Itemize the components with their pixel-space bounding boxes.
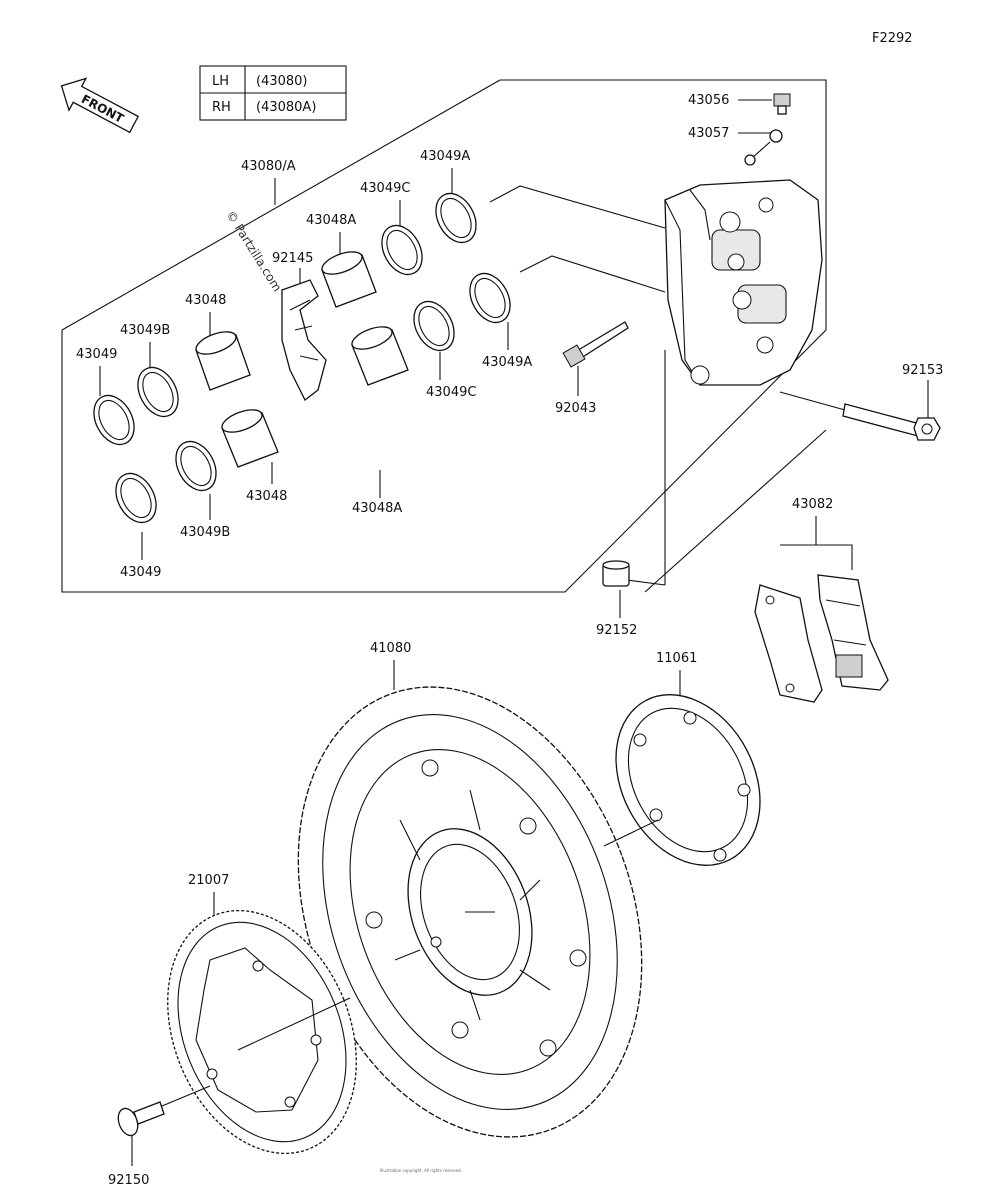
- label-caliper-assy: 43080/A: [241, 159, 296, 174]
- seal-b-top-icon: [137, 366, 179, 418]
- legend-side-rh: RH: [212, 100, 231, 115]
- seal-bottom-icon: [115, 472, 157, 524]
- piston-top-icon: [195, 331, 251, 391]
- label-piston-top: 43048: [185, 293, 226, 308]
- label-bolt-92153: 92153: [902, 363, 943, 378]
- label-seal-b-bottom: 43049B: [180, 525, 230, 540]
- legend-part-lh: (43080): [256, 74, 308, 89]
- label-seal-a-top: 43049A: [420, 149, 470, 164]
- leader-line: [489, 185, 666, 229]
- caliper-assembly-outline: [61, 79, 827, 593]
- label-bolt-92150: 92150: [108, 1173, 149, 1188]
- bleeder-valve-icon: [773, 93, 791, 115]
- pin-92043-icon: [562, 321, 629, 368]
- seal-b-bottom-icon: [175, 440, 217, 492]
- collar-92152-icon: [602, 560, 630, 587]
- label-seal-c-top: 43049C: [360, 181, 410, 196]
- label-seal-top: 43049: [76, 347, 117, 362]
- seal-top-icon: [93, 394, 135, 446]
- rotor-sensor-icon: [167, 909, 357, 1155]
- seal-c-top-icon: [381, 224, 423, 276]
- label-seal-b-top: 43049B: [120, 323, 170, 338]
- leader-line: [603, 819, 659, 847]
- legend-part-rh: (43080A): [256, 100, 316, 115]
- caliper-body: [664, 179, 823, 386]
- piston-bottom-icon: [221, 409, 279, 468]
- outline-edge: [644, 429, 827, 593]
- outline-edge: [61, 79, 501, 331]
- label-piston-a-top: 43048A: [306, 213, 356, 228]
- leader-line: [779, 391, 846, 411]
- piston-a-top-icon: [321, 251, 377, 308]
- label-pad-spring: 43082: [792, 497, 833, 512]
- brake-pad-icon: [754, 574, 889, 703]
- bolt-92153-icon: [842, 403, 941, 441]
- label-piston-a-bottom: 43048A: [352, 501, 402, 516]
- leader-line: [237, 997, 351, 1051]
- label-spring-92145: 92145: [272, 251, 313, 266]
- label-disc: 41080: [370, 641, 411, 656]
- label-seal-c-bottom: 43049C: [426, 385, 476, 400]
- leader-line: [519, 255, 666, 293]
- leader-line: [780, 544, 853, 570]
- front-arrow-icon: FRONT: [60, 77, 140, 134]
- leader-line: [161, 1085, 211, 1107]
- label-collar-92152: 92152: [596, 623, 637, 638]
- seal-c-bottom-icon: [413, 300, 455, 352]
- label-rotor-sensor: 21007: [188, 873, 229, 888]
- label-bleeder-cap: 43057: [688, 126, 729, 141]
- label-seal-bottom: 43049: [120, 565, 161, 580]
- brake-disc-icon: [297, 686, 643, 1138]
- figure-code: F2292: [872, 31, 913, 46]
- legend-side-lh: LH: [212, 74, 229, 89]
- footer-note: Illustration copyright. All rights reser…: [380, 1168, 462, 1173]
- bleeder-cap-icon: [744, 129, 783, 166]
- label-bleeder-valve: 43056: [688, 93, 729, 108]
- seal-a-bottom-icon: [469, 272, 511, 324]
- seal-a-top-icon: [435, 192, 477, 244]
- label-piston-bottom: 43048: [246, 489, 287, 504]
- piston-a-bottom-icon: [351, 326, 409, 386]
- label-seal-a-bottom: 43049A: [482, 355, 532, 370]
- label-pin-92043: 92043: [555, 401, 596, 416]
- label-shim: 11061: [656, 651, 697, 666]
- variant-legend-table: LH (43080) RH (43080A): [199, 65, 347, 121]
- spring-92145-icon: [281, 279, 327, 401]
- bolt-92150-icon: [117, 1101, 165, 1137]
